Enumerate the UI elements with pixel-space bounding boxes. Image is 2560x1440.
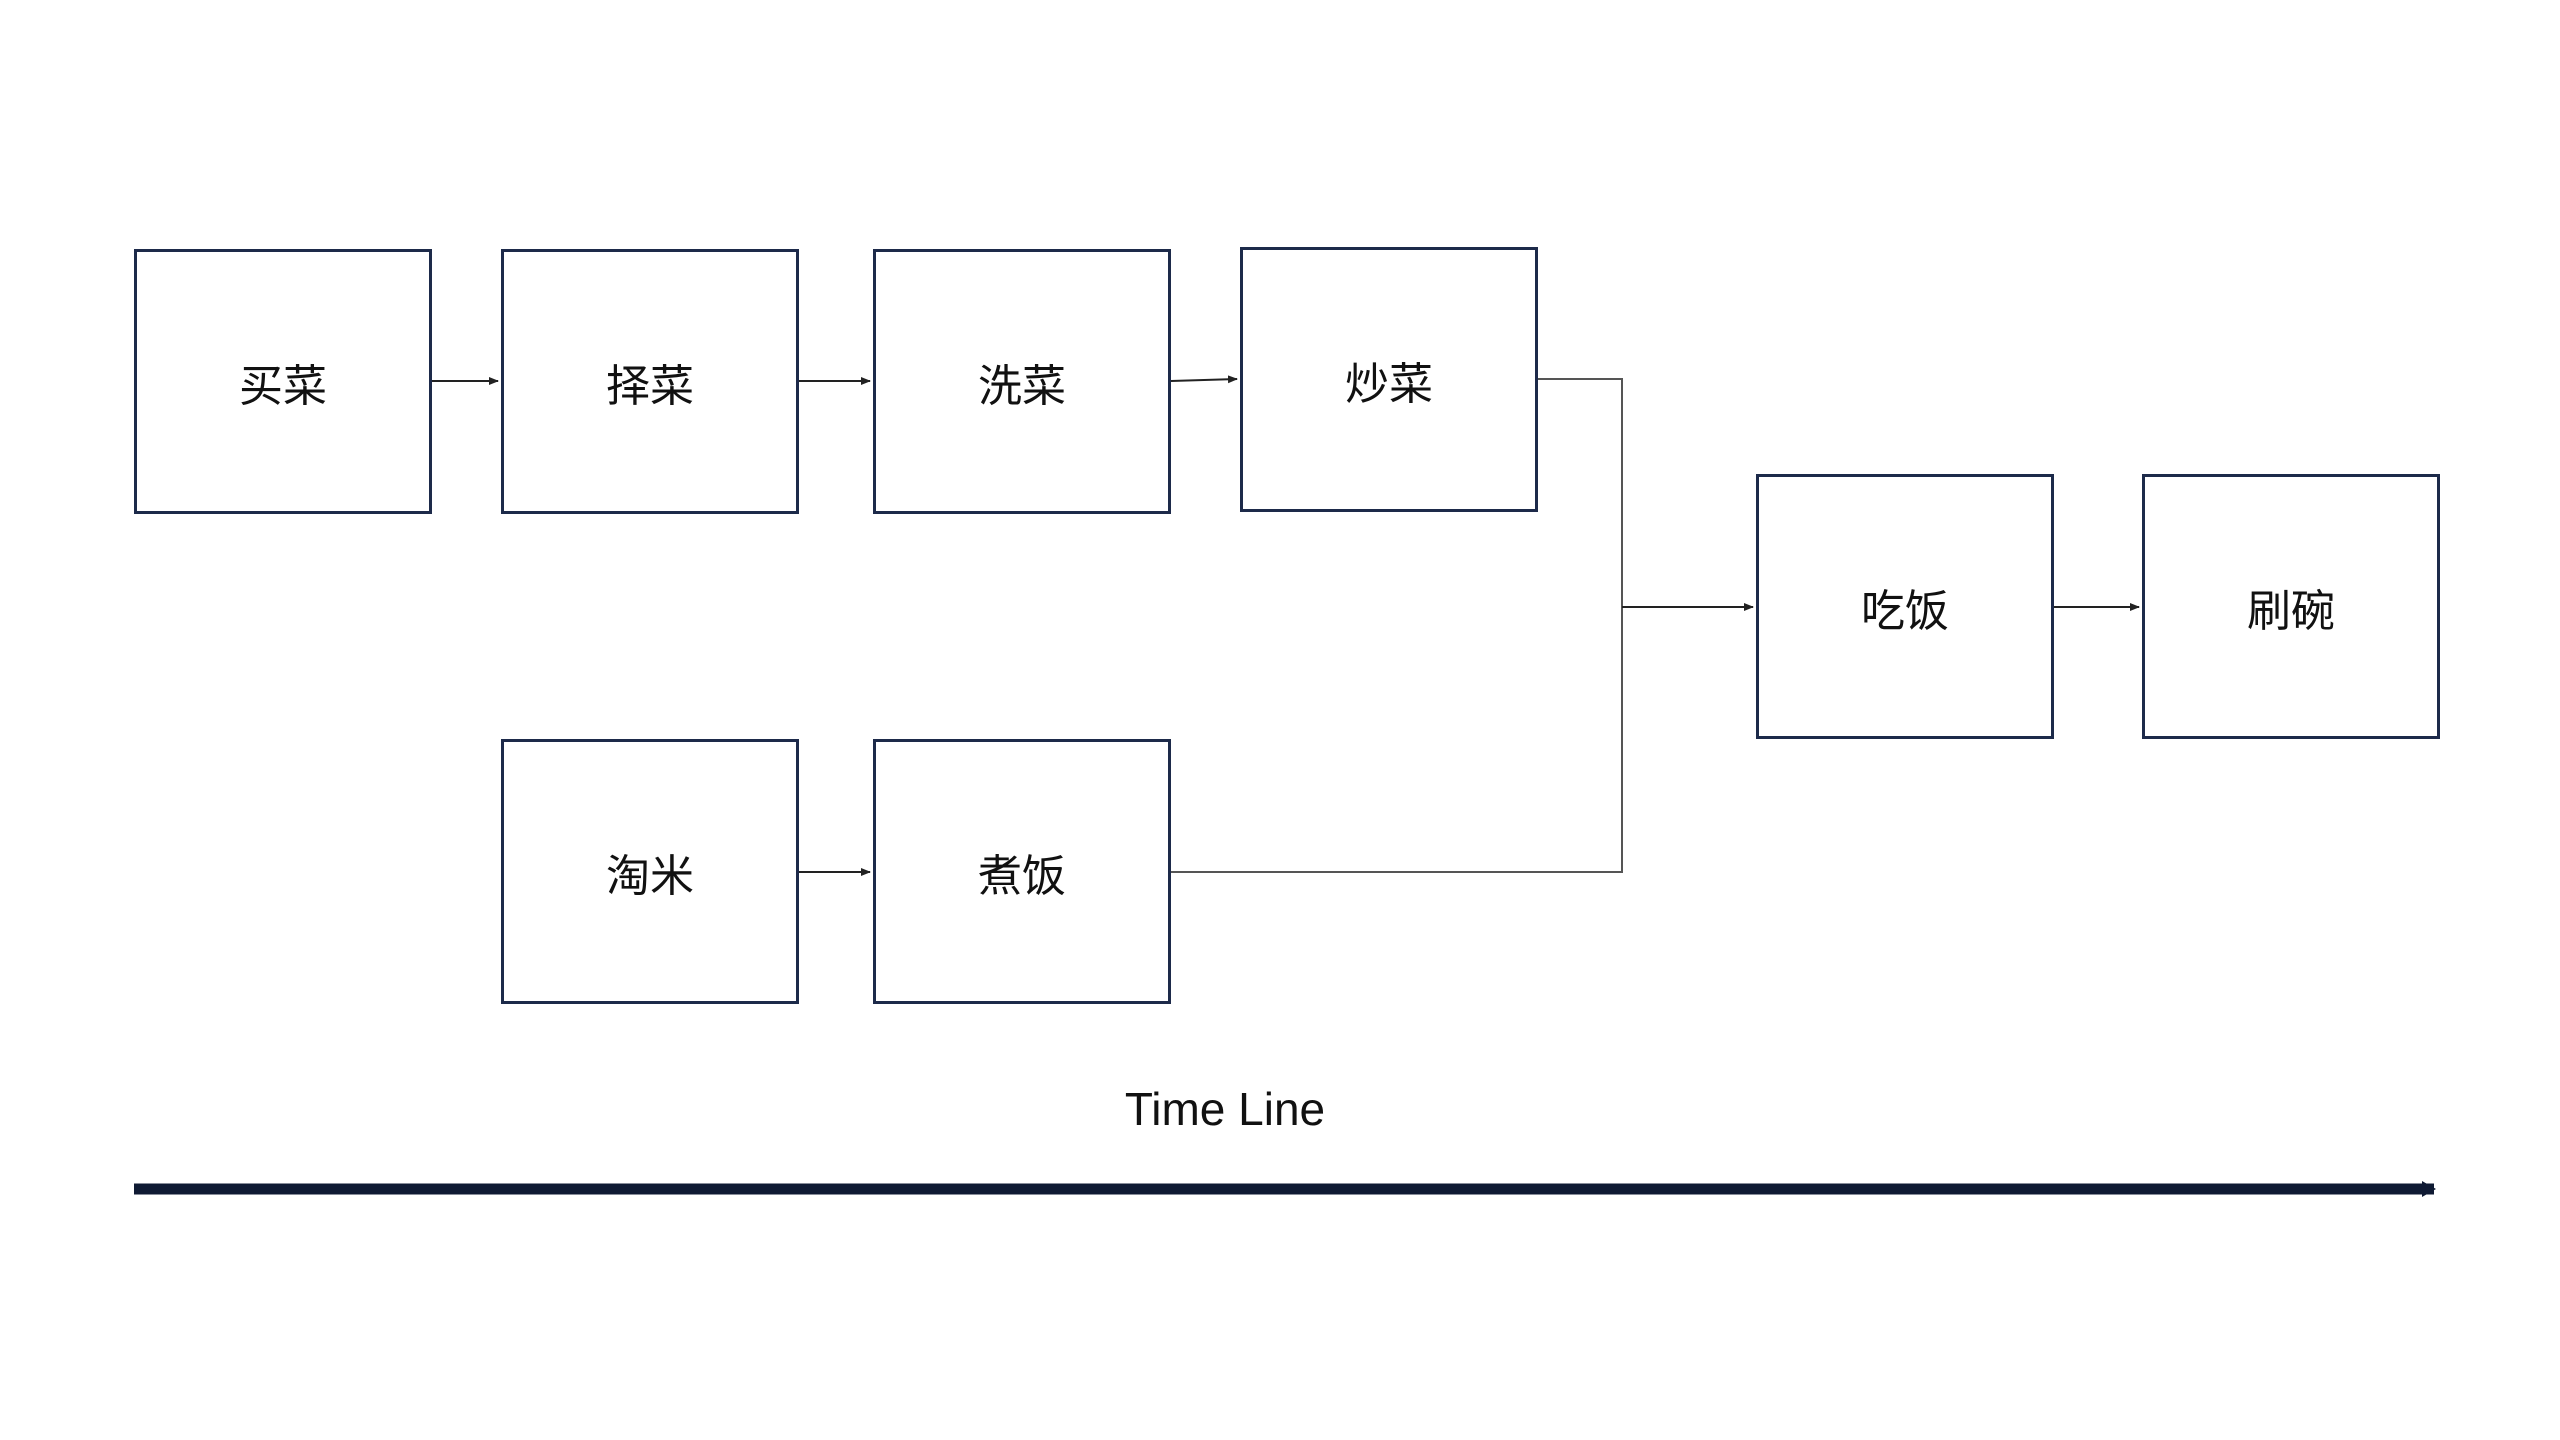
step-wash-vegetables: 洗菜 <box>873 249 1171 514</box>
connector-cook-to-merge <box>1171 607 1623 873</box>
connector-wash-to-fry <box>1170 375 1238 384</box>
connector-fry-to-merge <box>1538 378 1623 607</box>
step-eat: 吃饭 <box>1756 474 2054 739</box>
step-pick-vegetables: 择菜 <box>501 249 799 514</box>
step-wash-rice: 淘米 <box>501 739 799 1004</box>
timeline-label: Time Line <box>1124 1083 1326 1135</box>
step-stir-fry: 炒菜 <box>1240 247 1538 512</box>
step-buy-vegetables: 买菜 <box>134 249 432 514</box>
step-wash-dishes: 刷碗 <box>2142 474 2440 739</box>
step-cook-rice: 煮饭 <box>873 739 1171 1004</box>
